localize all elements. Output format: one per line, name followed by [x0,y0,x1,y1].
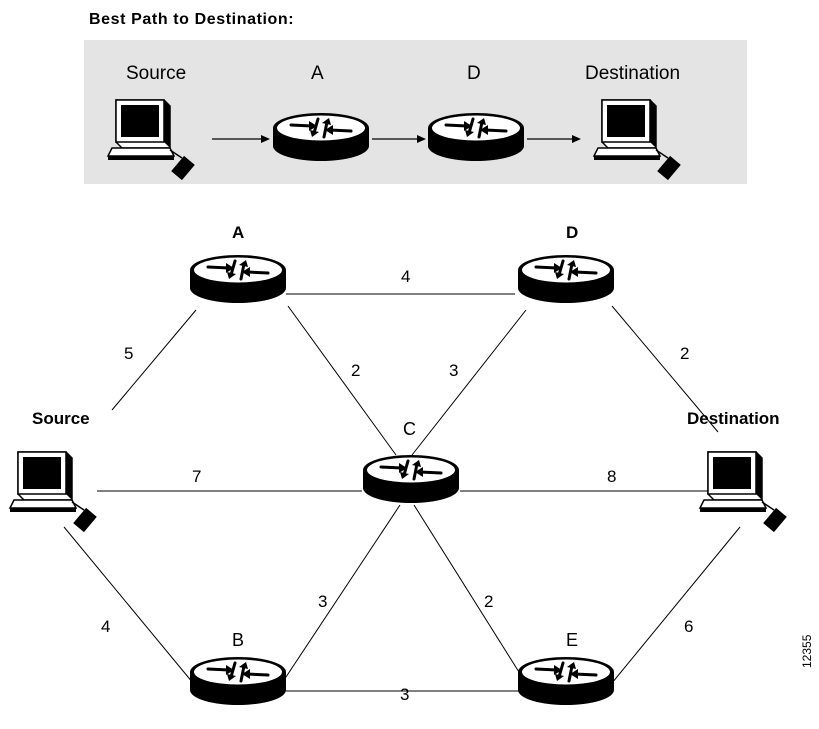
node-e-label: E [566,630,579,650]
weight-d-destination: 2 [680,344,690,363]
node-d-label: D [566,223,579,242]
weight-source-b: 4 [101,617,111,636]
weight-source-a: 5 [124,344,134,363]
weight-c-destination: 8 [607,467,617,486]
best-path-source-label: Source [126,63,187,84]
best-path-destination-label: Destination [585,63,681,84]
figure-id: 12355 [800,634,814,668]
best-path-router-d-icon [426,111,526,163]
best-path-hop1-label: A [311,63,324,84]
link-c-e [413,504,525,681]
best-path-arrowhead-1 [261,135,270,143]
weight-b-c: 3 [318,592,328,611]
source-pc-icon [9,451,98,533]
router-e-icon [516,655,616,707]
node-c-label: C [403,419,416,439]
best-path-router-a-icon [271,111,371,163]
best-path-hop2-label: D [467,63,481,84]
link-d-destination [611,305,719,433]
link-a-c [287,305,397,456]
node-a-label: A [232,223,245,242]
node-destination-label: Destination [687,409,780,428]
weight-c-e: 2 [484,592,494,611]
best-path-arrowhead-3 [572,135,581,143]
weight-a-c: 2 [351,361,361,380]
best-path-arrowhead-2 [417,135,426,143]
link-source-a [111,309,197,411]
weight-source-c: 7 [192,467,202,486]
weight-d-c: 3 [449,361,459,380]
diagram-title: Best Path to Destination: [89,11,295,28]
weight-b-e: 3 [400,685,410,704]
weight-e-destination: 6 [684,617,694,636]
node-source-label: Source [32,409,90,428]
link-b-c [281,504,401,684]
weight-a-d: 4 [401,267,411,286]
link-e-destination [611,526,741,684]
node-b-label: B [232,630,245,650]
link-d-c [411,309,527,456]
destination-pc-icon [699,451,788,533]
router-c-icon [361,453,461,505]
router-b-icon [188,655,288,707]
link-source-b [63,526,194,684]
router-a-icon [188,253,288,305]
router-d-icon [516,253,616,305]
